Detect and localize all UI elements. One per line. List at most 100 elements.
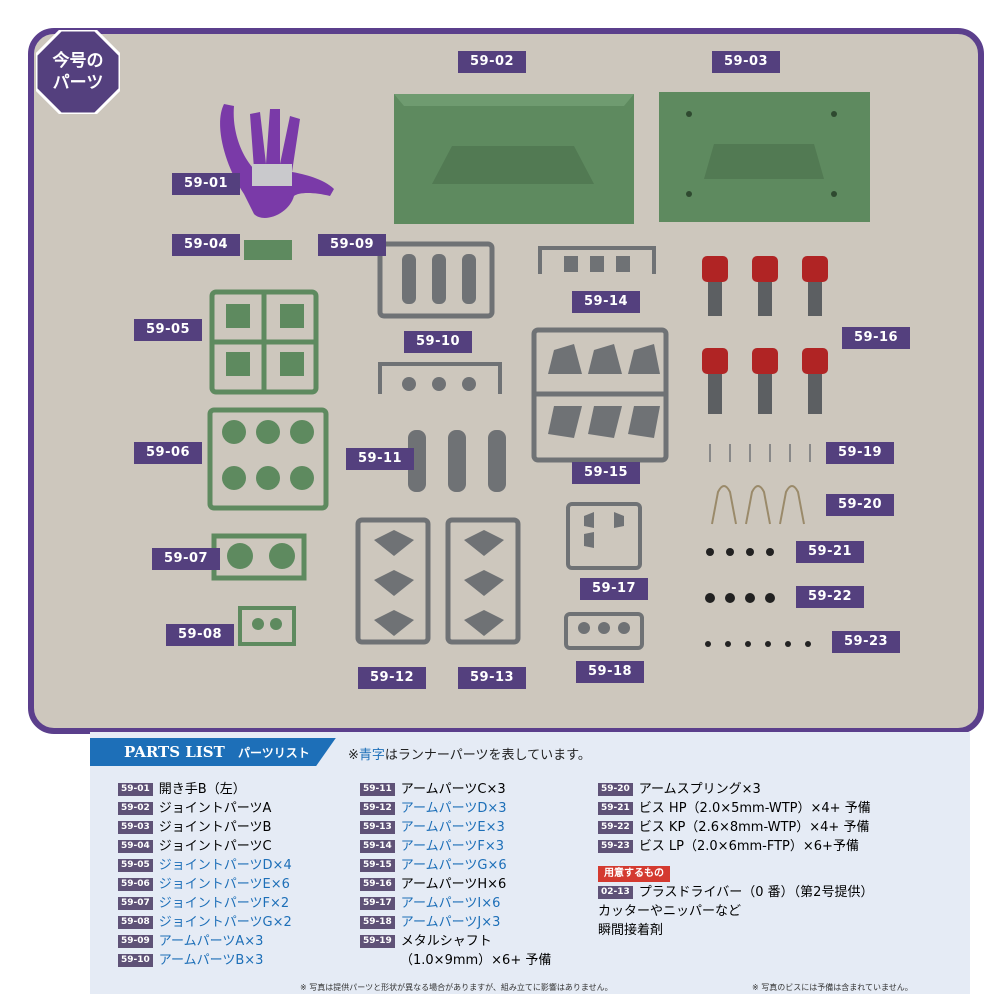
- parts-list-panel: PARTS LIST パーツリスト ※青字はランナーパーツを表しています。 59…: [90, 732, 970, 994]
- required-item: 02-13 プラスドライバー（0 番）（第2号提供）: [598, 883, 873, 902]
- part-code: 59-21: [598, 802, 633, 815]
- part-name: アームパーツD×3: [400, 801, 507, 816]
- part-name: アームパーツG×6: [400, 858, 507, 873]
- part-tag: 59-19: [826, 442, 895, 464]
- part-name: アームパーツA×3: [158, 934, 264, 949]
- part-tag: 59-21: [796, 541, 865, 563]
- list-item: 59-14 アームパーツF×3: [360, 837, 551, 856]
- part-name: ジョイントパーツB: [158, 820, 272, 835]
- plate-part-a: [394, 94, 634, 224]
- runner-b: [378, 362, 502, 394]
- list-item: 59-15 アームパーツG×6: [360, 856, 551, 875]
- part-code: 59-10: [118, 954, 153, 967]
- part-code: 59-23: [598, 840, 633, 853]
- part-tag: 59-23: [832, 631, 901, 653]
- part-code: 59-06: [118, 878, 153, 891]
- part-tag: 59-22: [796, 586, 865, 608]
- part-name: ジョイントパーツA: [158, 801, 272, 816]
- part-code: 59-22: [598, 821, 633, 834]
- runner-j-gray: [564, 612, 644, 650]
- part-tag: 59-07: [152, 548, 221, 570]
- list-item: 59-17 アームパーツI×6: [360, 894, 551, 913]
- part-tag: 59-16: [842, 327, 911, 349]
- list-item: 59-03 ジョイントパーツB: [118, 818, 292, 837]
- part-code: 59-03: [118, 821, 153, 834]
- part-tag: 59-20: [826, 494, 895, 516]
- screws: [705, 548, 811, 647]
- list-item: 59-02 ジョイントパーツA: [118, 799, 292, 818]
- part-tag: 59-10: [404, 331, 473, 353]
- part-name: アームパーツI×6: [400, 896, 501, 911]
- part-tag: 59-11: [346, 448, 415, 470]
- parts-list-note: ※青字はランナーパーツを表しています。: [348, 744, 591, 763]
- part-code: 02-13: [598, 886, 633, 899]
- runner-g: [238, 606, 296, 646]
- required-header: 用意するもの: [598, 864, 873, 883]
- part-code: 59-01: [118, 783, 153, 796]
- part-name: アームパーツE×3: [400, 820, 505, 835]
- part-name: ジョイントパーツD×4: [158, 858, 292, 873]
- part-code: 59-08: [118, 916, 153, 929]
- footnote-left: ※ 写真は提供パーツと形状が異なる場合がありますが、組み立てに影響はありません。: [300, 983, 613, 992]
- required-item: 瞬間接着剤: [598, 923, 664, 938]
- hand-part: [220, 104, 334, 218]
- list-item: 59-08 ジョイントパーツG×2: [118, 913, 292, 932]
- part-code: 59-16: [360, 878, 395, 891]
- part-name: アームスプリング×3: [638, 782, 761, 797]
- part-code: 59-02: [118, 802, 153, 815]
- runner-d-gray: [355, 517, 521, 645]
- metal-shafts: [709, 444, 811, 462]
- parts-photo: [28, 28, 984, 734]
- part-code: 59-12: [360, 802, 395, 815]
- part-code: 59-14: [360, 840, 395, 853]
- part-name: ジョイントパーツG×2: [158, 915, 292, 930]
- part-code: 59-05: [118, 859, 153, 872]
- part-name: アームパーツJ×3: [400, 915, 501, 930]
- part-tag: 59-01: [172, 173, 241, 195]
- part-tag: 59-02: [458, 51, 527, 73]
- badge-line1: 今号の: [52, 51, 104, 71]
- part-code: 59-20: [598, 783, 633, 796]
- part-name: アームパーツH×6: [400, 877, 507, 892]
- part-name: 開き手B（左）: [158, 782, 246, 797]
- list-item: 59-11 アームパーツC×3: [360, 780, 551, 799]
- heading-jp: パーツリスト: [238, 746, 310, 760]
- part-code: 59-19: [360, 935, 395, 948]
- runner-f: [211, 533, 307, 581]
- required-label: 用意するもの: [598, 865, 670, 882]
- list-item: 59-09 アームパーツA×3: [118, 932, 292, 951]
- note-prefix: ※: [348, 748, 359, 763]
- runner-i-gray: [566, 502, 642, 570]
- part-name: ビス KP（2.6×8mm-WTP）×4+ 予備: [638, 820, 870, 835]
- part-tag: 59-08: [166, 624, 235, 646]
- list-item: 59-16 アームパーツH×6: [360, 875, 551, 894]
- badge-line2: パーツ: [52, 73, 104, 93]
- part-name: ジョイントパーツC: [158, 839, 272, 854]
- small-green-part: [244, 240, 292, 260]
- part-name: アームパーツF×3: [400, 839, 505, 854]
- part-code: 59-11: [360, 783, 395, 796]
- list-item: 59-20 アームスプリング×3: [598, 780, 873, 799]
- list-item: 59-05 ジョイントパーツD×4: [118, 856, 292, 875]
- required-name: プラスドライバー（0 番）（第2号提供）: [638, 885, 874, 900]
- list-item: 59-01 開き手B（左）: [118, 780, 292, 799]
- list-item: 59-10 アームパーツB×3: [118, 951, 292, 970]
- part-name: アームパーツC×3: [400, 782, 506, 797]
- runner-e: [207, 407, 329, 511]
- part-code: 59-15: [360, 859, 395, 872]
- list-item-continuation: （1.0×9mm）×6+ 予備: [400, 953, 552, 968]
- part-tag: 59-05: [134, 319, 203, 341]
- parts-list-heading: PARTS LIST パーツリスト: [90, 738, 336, 766]
- part-tag: 59-03: [712, 51, 781, 73]
- list-item: 59-12 アームパーツD×3: [360, 799, 551, 818]
- part-code: 59-17: [360, 897, 395, 910]
- part-code: 59-09: [118, 935, 153, 948]
- part-name: アームパーツB×3: [158, 953, 264, 968]
- runner-g-gray: [531, 327, 669, 463]
